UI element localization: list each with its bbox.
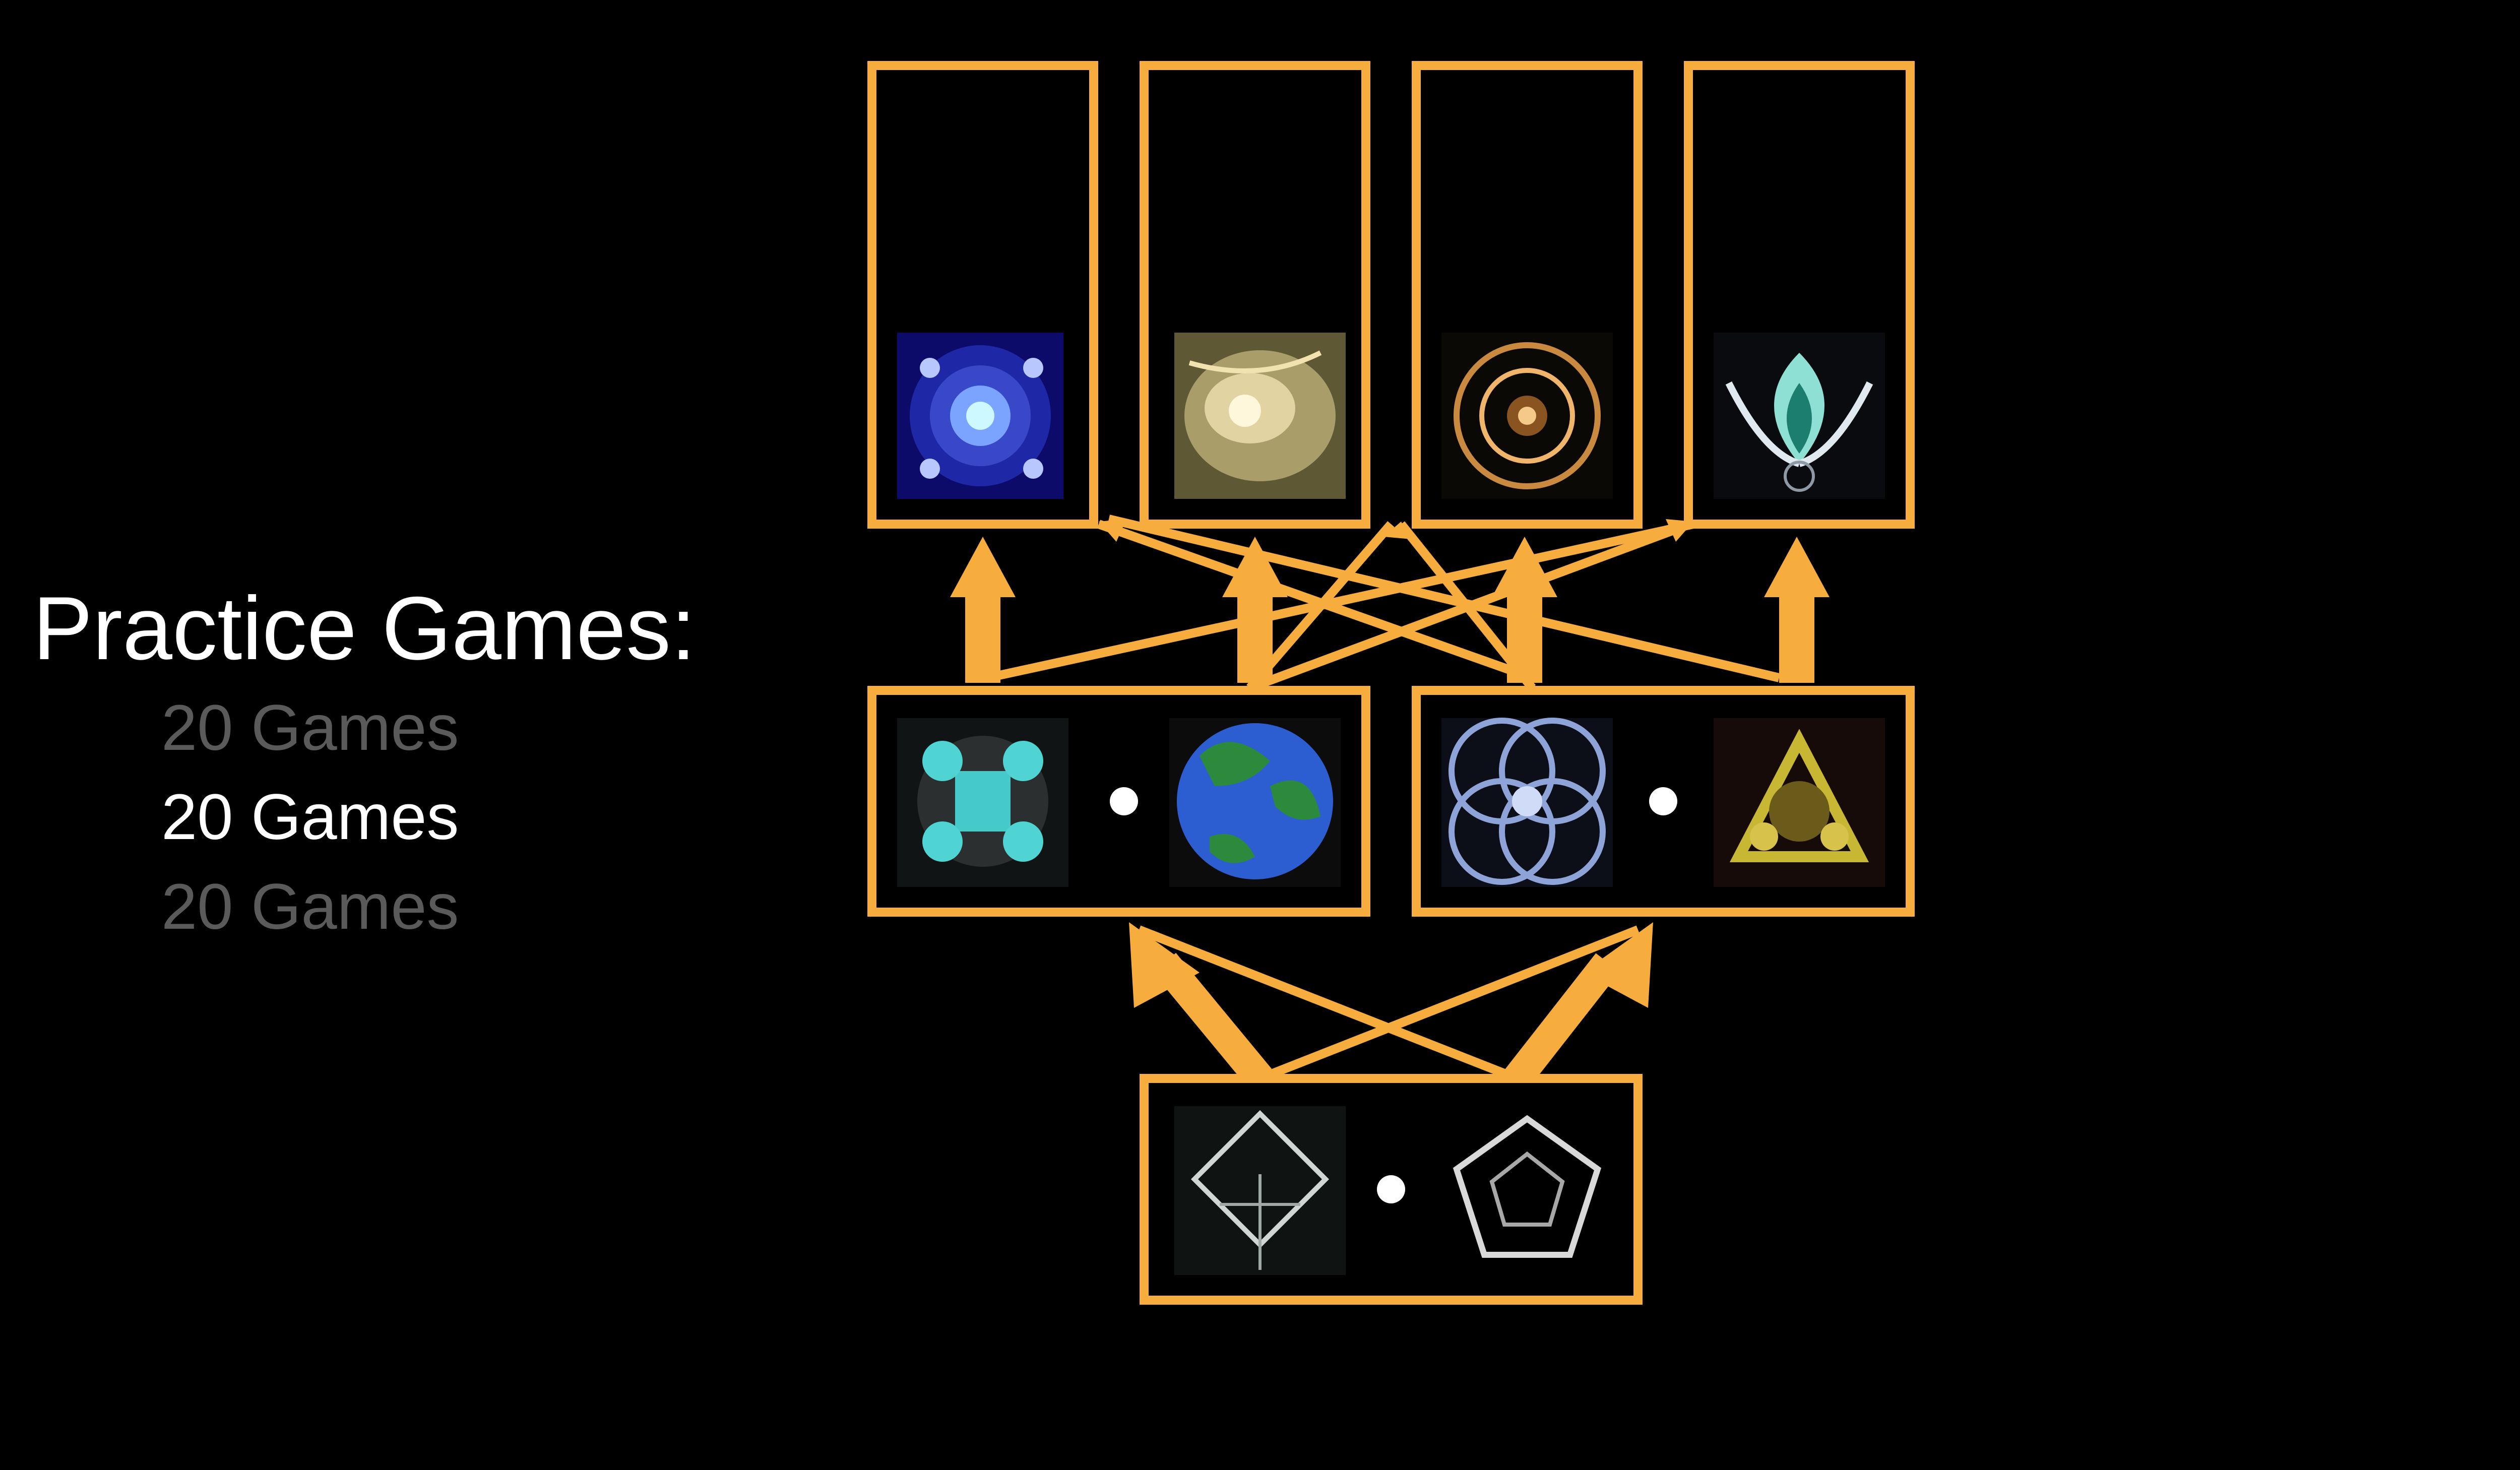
golden-swirl-fractal-icon — [1174, 333, 1346, 499]
arrowhead — [950, 537, 1016, 597]
connector-line — [1505, 953, 1620, 1088]
top-box-2 — [1140, 61, 1370, 529]
middle-row — [867, 686, 1915, 917]
connector-line — [1246, 521, 1395, 691]
combination-dot — [1377, 1175, 1405, 1203]
arrow-shaft — [1779, 592, 1814, 683]
top-box-3 — [1412, 61, 1643, 529]
orange-flower-fractal-icon — [1441, 333, 1613, 499]
teal-snowflake-fractal-icon — [897, 718, 1068, 887]
combination-dot — [1649, 787, 1677, 815]
connector-line — [1137, 925, 1519, 1083]
white-pentagon-fractal-icon — [1441, 1106, 1613, 1275]
connector-line — [1258, 925, 1640, 1083]
legend-line-2: 20 Games — [161, 781, 459, 853]
arrowhead — [1099, 519, 1126, 542]
legend-title: Practice Games: — [33, 578, 696, 678]
yellow-triangle-fractal-icon — [1714, 718, 1885, 887]
arrow-shaft — [1507, 592, 1542, 683]
middle-box-1 — [867, 686, 1370, 917]
blue-snowflake-spiral-fractal-icon — [897, 333, 1063, 499]
connector-line — [1097, 520, 1534, 682]
connectors — [950, 515, 1830, 1089]
combination-dot — [1110, 787, 1138, 815]
legend-line-1: 20 Games — [161, 692, 459, 764]
connector-line — [987, 520, 1694, 682]
white-arrow-tree-fractal-icon — [1174, 1106, 1346, 1275]
legend: Practice Games: 20 Games 20 Games 20 Gam… — [33, 578, 696, 943]
top-row — [867, 61, 1915, 529]
arrowhead — [1492, 537, 1557, 597]
top-box-4 — [1684, 61, 1915, 529]
blue-circle-knot-fractal-icon — [1441, 718, 1613, 887]
arrow-shaft — [965, 592, 1000, 683]
top-box-1 — [867, 61, 1098, 529]
legend-line-3: 20 Games — [161, 871, 459, 943]
arrowhead — [1383, 522, 1411, 539]
arrowhead — [1764, 537, 1830, 597]
bottom-box-1 — [1140, 1074, 1643, 1305]
arrowhead — [1583, 922, 1653, 1008]
connector-line — [1107, 515, 1781, 682]
arrowhead — [1129, 922, 1200, 1008]
bottom-row — [1140, 1074, 1643, 1305]
teal-lotus-fractal-icon — [1714, 333, 1885, 499]
arrowhead — [1222, 537, 1288, 597]
arrow-shaft — [1237, 592, 1273, 683]
middle-box-2 — [1412, 686, 1915, 917]
green-blue-planet-fractal-icon — [1169, 718, 1341, 887]
